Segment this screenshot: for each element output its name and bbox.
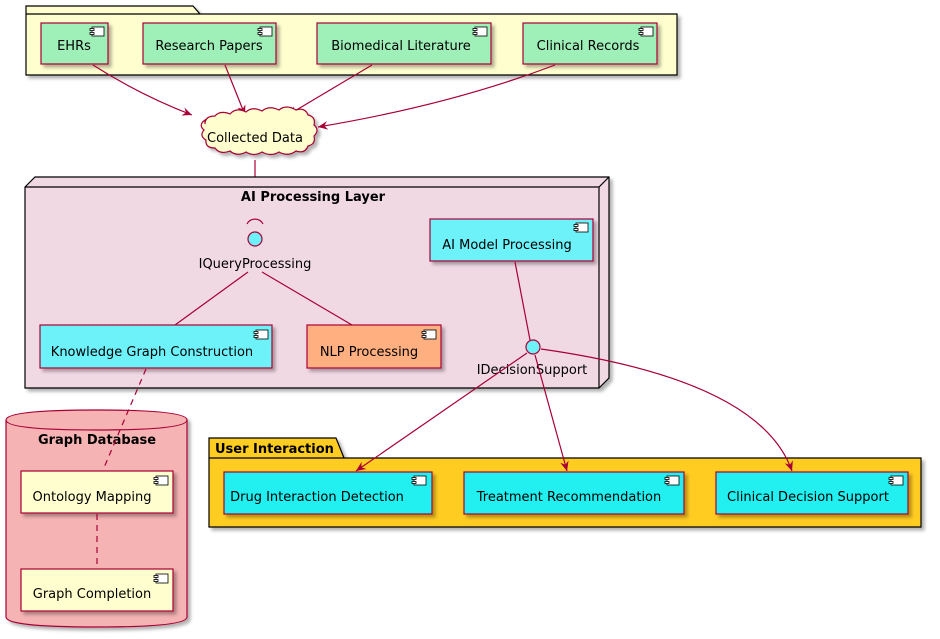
- ontology-mapping-component[interactable]: Ontology Mapping: [20, 470, 174, 514]
- graph-completion-component[interactable]: Graph Completion: [20, 568, 174, 612]
- biomedical-literature-component[interactable]: Biomedical Literature: [316, 22, 492, 65]
- collected-data-label: Collected Data: [207, 131, 303, 146]
- arrow-ehrs: [92, 64, 193, 116]
- query-to-nlp-line: [261, 271, 353, 326]
- component-icon: [411, 475, 427, 486]
- query-to-kg-line: [174, 271, 249, 326]
- arrow-to-clinical-decision: [540, 348, 793, 472]
- nlp-processing-label: NLP Processing: [320, 345, 418, 360]
- component-icon: [153, 573, 169, 584]
- ai-model-processing-component[interactable]: AI Model Processing: [429, 218, 594, 262]
- component-icon: [257, 26, 273, 37]
- clinical-records-label: Clinical Records: [537, 39, 640, 54]
- collected-data-cloud[interactable]: Collected Data: [200, 106, 318, 156]
- component-icon: [421, 329, 437, 340]
- research-papers-component[interactable]: Research Papers: [142, 22, 277, 65]
- drug-interaction-detection-label: Drug Interaction Detection: [230, 490, 404, 505]
- biomedical-literature-label: Biomedical Literature: [331, 39, 471, 54]
- component-icon: [888, 475, 904, 486]
- arrow-clinical-records: [317, 64, 556, 130]
- idecisionsupport-interface[interactable]: IDecisionSupport: [477, 339, 588, 378]
- clinical-decision-support-component[interactable]: Clinical Decision Support: [715, 471, 909, 515]
- kg-to-ontology-dashed-line: [102, 368, 147, 471]
- component-icon: [573, 222, 589, 233]
- ai-processing-layer-title: AI Processing Layer: [241, 190, 386, 205]
- research-papers-label: Research Papers: [155, 39, 263, 54]
- component-icon: [472, 26, 488, 37]
- iqueryprocessing-interface[interactable]: IQueryProcessing: [199, 218, 312, 272]
- arrow-biomedical-literature: [287, 64, 373, 116]
- idecisionsupport-label: IDecisionSupport: [477, 363, 588, 378]
- iqueryprocessing-label: IQueryProcessing: [199, 257, 312, 272]
- treatment-recommendation-component[interactable]: Treatment Recommendation: [463, 471, 685, 515]
- treatment-recommendation-label: Treatment Recommendation: [476, 490, 662, 505]
- clinical-records-component[interactable]: Clinical Records: [522, 22, 658, 65]
- knowledge-graph-construction-label: Knowledge Graph Construction: [51, 345, 253, 360]
- ehrs-label: EHRs: [57, 39, 91, 54]
- knowledge-graph-construction-component[interactable]: Knowledge Graph Construction: [39, 324, 273, 369]
- graph-completion-label: Graph Completion: [33, 587, 151, 602]
- nlp-processing-component[interactable]: NLP Processing: [306, 324, 442, 369]
- ai-model-to-decision-line: [514, 261, 531, 341]
- component-icon: [638, 26, 654, 37]
- component-icon: [253, 329, 269, 340]
- decision-arrows: [355, 348, 793, 472]
- ai-model-processing-label: AI Model Processing: [442, 238, 571, 253]
- component-icon: [664, 475, 680, 486]
- user-interaction-title: User Interaction: [215, 442, 334, 457]
- drug-interaction-detection-component[interactable]: Drug Interaction Detection: [223, 471, 433, 515]
- ehrs-component[interactable]: EHRs: [40, 22, 109, 65]
- component-icon: [89, 26, 105, 37]
- arrow-to-drug-interaction: [355, 352, 528, 472]
- arrow-to-treatment: [534, 354, 569, 472]
- component-icon: [153, 475, 169, 486]
- arrow-research-papers: [224, 64, 246, 116]
- clinical-decision-support-label: Clinical Decision Support: [727, 490, 889, 505]
- graph-database-title: Graph Database: [38, 433, 156, 448]
- ontology-mapping-label: Ontology Mapping: [33, 490, 152, 505]
- source-arrows: [92, 64, 556, 130]
